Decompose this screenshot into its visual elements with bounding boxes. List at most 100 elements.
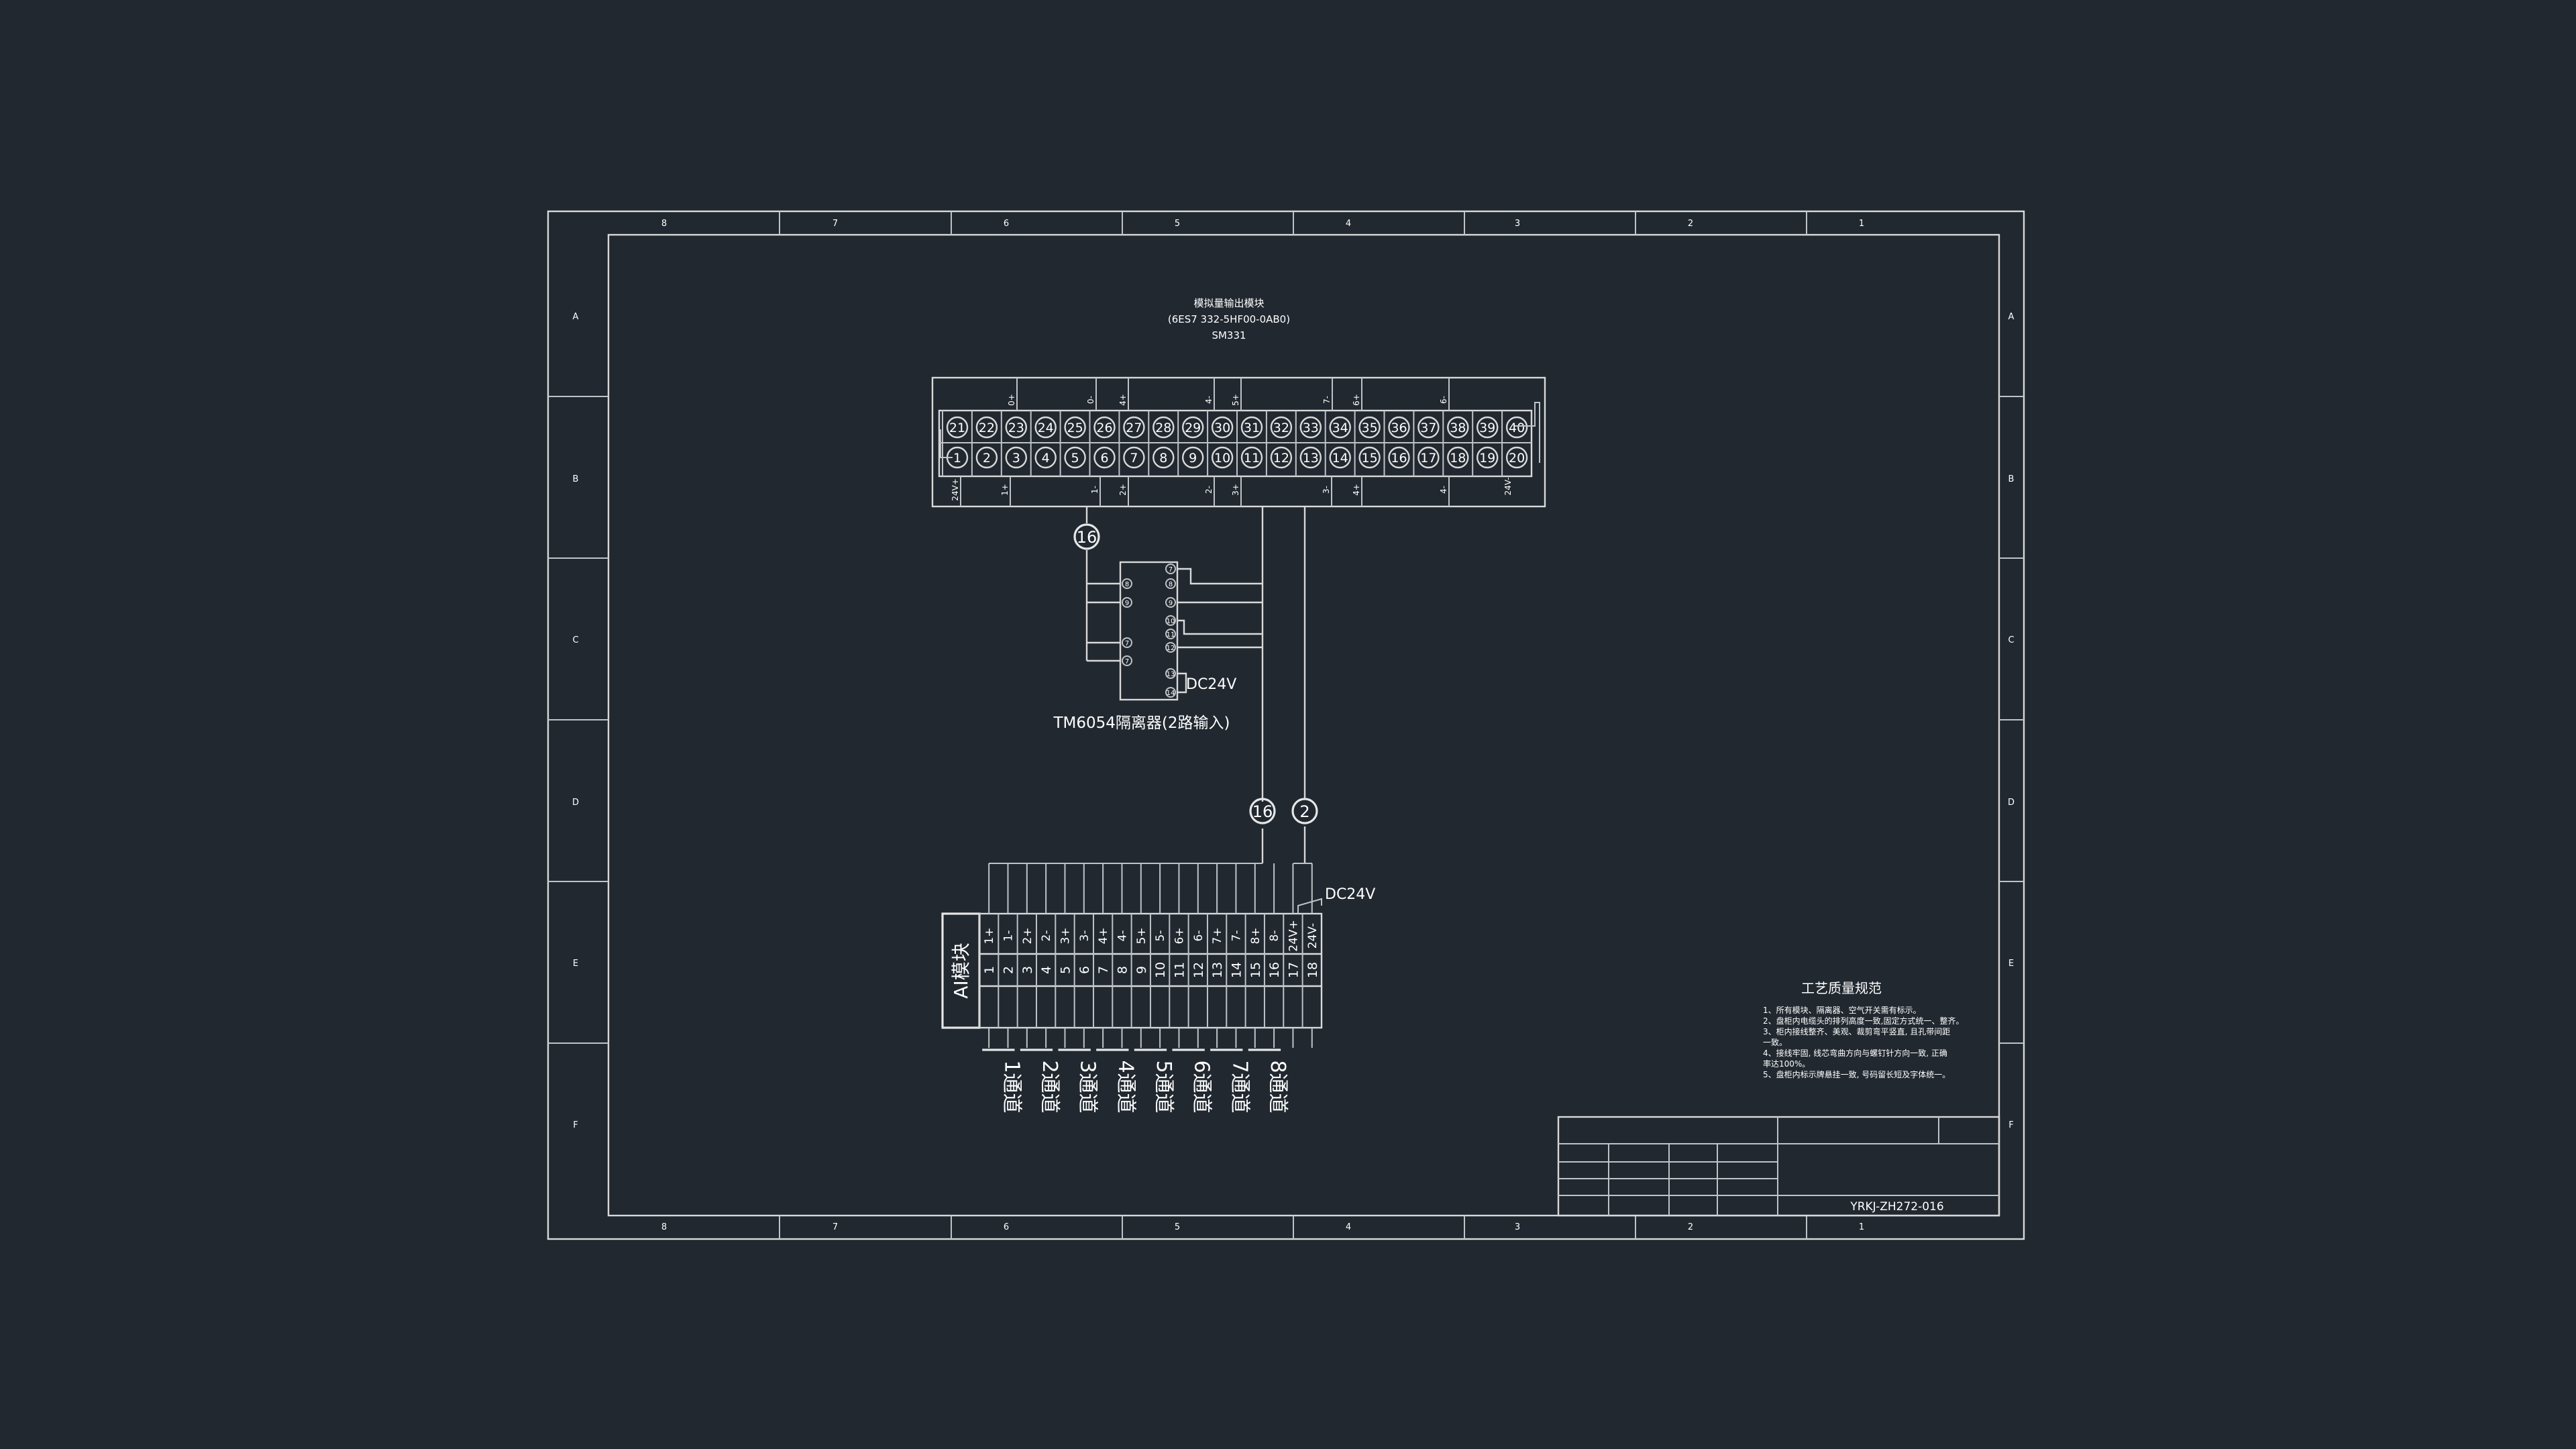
row-label: E — [2008, 959, 2014, 969]
connector-pin-number: 2 — [983, 451, 991, 466]
connector-pin-number: 8 — [1159, 451, 1167, 466]
connector-pin-number: 10 — [1214, 451, 1230, 466]
note-line: 率达100%。 — [1763, 1059, 1810, 1069]
ai-module-label: AI模块 — [950, 943, 972, 998]
terminal-dc-label: DC24V — [1325, 886, 1375, 903]
connector-pin — [1034, 446, 1057, 469]
connector-pin-number: 37 — [1420, 421, 1436, 435]
col-label: 7 — [833, 219, 838, 229]
terminal-signal-label: 4- — [1116, 930, 1129, 942]
module-part-number: (6ES7 332-5HF00-0AB0) — [1168, 313, 1290, 325]
connector-signal-label: 6+ — [1352, 394, 1361, 406]
col-label: 4 — [1346, 1222, 1351, 1232]
terminal-number: 14 — [1229, 962, 1244, 978]
terminal-signal-label: 2+ — [1021, 927, 1034, 944]
module-name: SM331 — [1212, 329, 1246, 341]
connector-signal-label: 7- — [1322, 396, 1332, 404]
terminal-signal-label: 8- — [1268, 930, 1281, 942]
connector-pin — [1505, 416, 1528, 439]
terminal-signal-label: 5- — [1154, 930, 1167, 942]
connector-signal-label: 1- — [1090, 486, 1099, 494]
connector-pin-number: 3 — [1012, 451, 1020, 466]
row-label: F — [573, 1120, 578, 1130]
connector-pin-number: 12 — [1273, 451, 1289, 466]
connector-pin — [1388, 416, 1410, 439]
isolator-pin-number: 9 — [1125, 600, 1129, 607]
connector-pin-number: 31 — [1244, 421, 1260, 435]
cable-c-label: 2 — [1299, 802, 1309, 821]
terminal-signal-label: 6- — [1192, 930, 1205, 942]
col-label: 3 — [1515, 1222, 1520, 1232]
channel-label: 4通道 — [1114, 1060, 1137, 1113]
col-label: 6 — [1004, 219, 1009, 229]
terminal-number: 12 — [1191, 962, 1206, 978]
terminal-number: 13 — [1210, 962, 1225, 978]
channel-label: 8通道 — [1266, 1060, 1289, 1113]
connector-pin-number: 20 — [1509, 451, 1525, 466]
connector-pin-number: 15 — [1362, 451, 1378, 466]
connector-pin-number: 36 — [1391, 421, 1407, 435]
connector-pin-number: 5 — [1071, 451, 1079, 466]
col-label: 1 — [1859, 219, 1864, 229]
connector-pin — [1505, 446, 1528, 469]
connector-signal-label: 1+ — [1000, 484, 1010, 496]
connector-signal-label: 24V+ — [951, 478, 960, 501]
col-label: 8 — [661, 219, 667, 229]
notes-title: 工艺质量规范 — [1801, 980, 1882, 996]
connector-pin — [1447, 446, 1469, 469]
terminal-number: 18 — [1305, 962, 1320, 978]
note-line: 5、盘柜内标示牌悬挂一致, 号码留长短及字体统一。 — [1763, 1069, 1950, 1079]
connector-pin-number: 34 — [1332, 421, 1348, 435]
note-line: 1、所有模块、隔离器、空气开关需有标示。 — [1763, 1005, 1921, 1015]
connector-pin-number: 28 — [1155, 421, 1171, 435]
channel-label: 6通道 — [1190, 1060, 1214, 1113]
cable-a-label: 16 — [1077, 528, 1097, 547]
terminal-number: 11 — [1172, 962, 1187, 978]
connector-pin-number: 39 — [1479, 421, 1495, 435]
connector-pin-number: 30 — [1214, 421, 1230, 435]
terminal-signal-label: 3+ — [1059, 927, 1072, 944]
connector-pin-number: 16 — [1391, 451, 1407, 466]
connector-pin-number: 33 — [1303, 421, 1319, 435]
connector-pin-number: 6 — [1100, 451, 1108, 466]
col-label: 8 — [661, 1222, 667, 1232]
connector-pin-number: 32 — [1273, 421, 1289, 435]
connector-pin-number: 7 — [1130, 451, 1138, 466]
cable-markers: 16 16 2 — [1073, 523, 1318, 824]
connector-pin — [1064, 416, 1086, 439]
terminal-number: 4 — [1039, 966, 1054, 974]
isolator-pin-number: 8 — [1125, 581, 1129, 588]
drawing-frame: 8 7 6 5 4 3 2 1 8 7 6 5 4 3 2 1 A B C D … — [547, 210, 2025, 1240]
note-line: 一致。 — [1763, 1038, 1787, 1047]
isolator-pin-number: 7 — [1125, 658, 1129, 665]
isolator-pin — [1165, 642, 1176, 653]
connector-pin — [1358, 416, 1381, 439]
connector-pin — [1240, 416, 1263, 439]
connector-pin-number: 23 — [1008, 421, 1024, 435]
isolator-pin-number: 10 — [1167, 618, 1175, 625]
terminal-number: 5 — [1058, 966, 1073, 974]
col-label: 4 — [1346, 219, 1351, 229]
terminal-signal-label: 24V+ — [1287, 920, 1300, 952]
row-label: F — [2008, 1120, 2013, 1130]
connector-pin-number: 29 — [1185, 421, 1201, 435]
row-label: E — [573, 959, 578, 969]
isolator-pin-number: 13 — [1167, 671, 1175, 678]
isolator-pin-number: 9 — [1169, 600, 1173, 607]
connector-pin — [1447, 416, 1469, 439]
connector-signal-label: 4+ — [1352, 484, 1361, 496]
isolator-pin — [1122, 578, 1132, 589]
connector-pin-number: 25 — [1067, 421, 1083, 435]
connector-pin-number: 4 — [1042, 451, 1050, 466]
connector-pin — [1299, 416, 1322, 439]
connector-pin-number: 27 — [1126, 421, 1142, 435]
connector-pin — [1064, 446, 1086, 469]
quality-notes: 工艺质量规范 1、所有模块、隔离器、空气开关需有标示。2、盘柜内电缆头的排列高度… — [1763, 980, 1964, 1079]
connector-pin — [1358, 446, 1381, 469]
connector-pin — [1329, 416, 1351, 439]
isolator-pin — [1165, 597, 1176, 608]
connector-pin — [975, 446, 998, 469]
isolator-pin-number: 8 — [1169, 581, 1173, 588]
